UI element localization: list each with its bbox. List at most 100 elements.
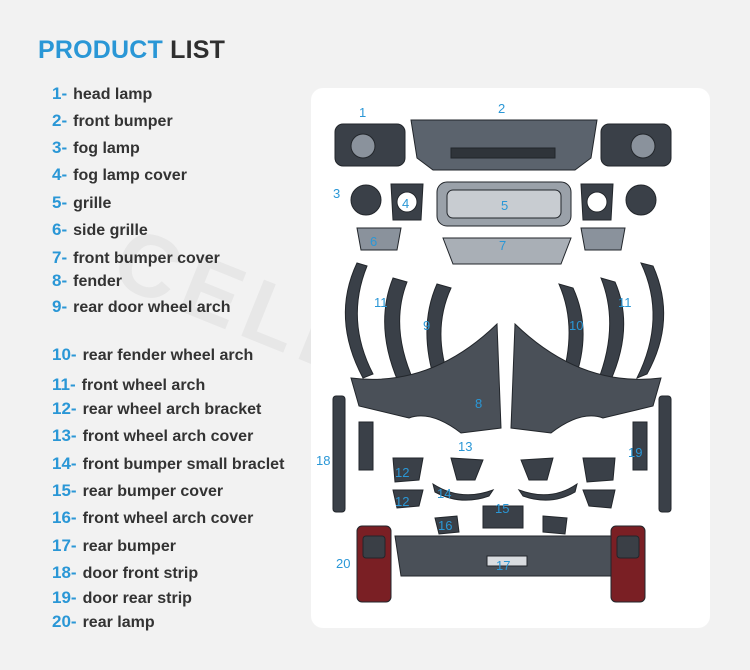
- callout-3: 3: [333, 186, 341, 201]
- list-item: 11- front wheel arch: [52, 375, 205, 395]
- list-item: 1- head lamp: [52, 84, 152, 104]
- page-title-rest: LIST: [170, 36, 226, 64]
- side-grille-right: [580, 227, 626, 251]
- callout-16: 16: [438, 518, 453, 533]
- callout-5: 5: [501, 198, 509, 213]
- fog-lamp-left: [350, 184, 382, 216]
- item-label: front wheel arch cover: [82, 510, 254, 527]
- page-title: PRODUCT LIST: [38, 36, 225, 65]
- callout-6: 6: [370, 234, 378, 249]
- item-number: 2-: [52, 111, 68, 130]
- list-item: 12- rear wheel arch bracket: [52, 399, 261, 419]
- item-number: 15-: [52, 481, 77, 500]
- list-item: 20- rear lamp: [52, 612, 155, 632]
- parts-diagram-panel: 1 2 3 4 5 6 7 11 9 10 11 8 18 13 19 12 1…: [311, 88, 710, 628]
- list-item: 18- door front strip: [52, 563, 198, 583]
- item-label: rear bumper: [82, 538, 176, 555]
- callout-17: 17: [496, 558, 511, 573]
- item-number: 8-: [52, 271, 68, 290]
- front-wheel-arch-left: [344, 262, 374, 379]
- callout-13: 13: [458, 439, 473, 454]
- item-label: rear lamp: [82, 614, 155, 631]
- callout-19: 19: [628, 445, 643, 460]
- item-number: 16-: [52, 508, 77, 527]
- item-number: 19-: [52, 588, 77, 607]
- item-number: 4-: [52, 165, 68, 184]
- list-item: 5-grille: [52, 193, 111, 213]
- parts-illustration: [332, 119, 672, 603]
- list-item: 14- front bumper small braclet: [52, 454, 284, 474]
- list-item: 3- fog lamp: [52, 138, 140, 158]
- door-rear-strip: [658, 395, 672, 513]
- item-number: 13-: [52, 426, 77, 445]
- callout-7: 7: [499, 238, 507, 253]
- callout-1: 1: [359, 105, 367, 120]
- list-item: 10- rear fender wheel arch: [52, 345, 253, 365]
- item-label: door rear strip: [82, 590, 192, 607]
- item-number: 14-: [52, 454, 77, 473]
- front-wheel-arch-cover: [450, 457, 484, 481]
- callout-12-top: 12: [395, 465, 410, 480]
- page-title-accent: PRODUCT: [38, 36, 164, 64]
- front-bumper: [410, 119, 598, 171]
- item-label: front bumper small braclet: [82, 456, 285, 473]
- list-item: 6- side grille: [52, 220, 148, 240]
- list-item: 17- rear bumper: [52, 536, 176, 556]
- front-bumper-small-braclet: [432, 482, 495, 501]
- callout-20: 20: [336, 556, 351, 571]
- item-label: front wheel arch: [81, 377, 206, 394]
- item-label: grille: [73, 195, 112, 212]
- item-number: 11-: [52, 375, 76, 394]
- fender-right: [510, 322, 662, 434]
- callout-9: 9: [423, 318, 431, 333]
- list-item: 7- front bumper cover: [52, 248, 220, 268]
- item-label: door front strip: [82, 565, 199, 582]
- item-label: rear wheel arch bracket: [82, 401, 262, 418]
- fender-left: [350, 322, 502, 434]
- item-label: side grille: [73, 222, 148, 239]
- list-item: 13- front wheel arch cover: [52, 426, 253, 446]
- item-number: 18-: [52, 563, 77, 582]
- item-label: fog lamp cover: [73, 167, 187, 184]
- callout-14: 14: [437, 486, 452, 501]
- item-label: rear door wheel arch: [73, 299, 231, 316]
- item-label: fender: [73, 273, 123, 290]
- list-item: 9- rear door wheel arch: [52, 297, 231, 317]
- item-number: 9-: [52, 297, 68, 316]
- item-number: 6-: [52, 220, 68, 239]
- item-number: 12-: [52, 399, 77, 418]
- item-label: head lamp: [73, 86, 153, 103]
- list-item: 15- rear bumper cover: [52, 481, 223, 501]
- item-label: front bumper cover: [73, 250, 220, 267]
- list-item: 19- door rear strip: [52, 588, 192, 608]
- item-number: 17-: [52, 536, 77, 555]
- item-number: 20-: [52, 612, 77, 631]
- rear-door-wheel-arch-left: [384, 277, 416, 389]
- callout-8: 8: [475, 396, 483, 411]
- door-front-strip: [332, 395, 346, 513]
- list-item: 4- fog lamp cover: [52, 165, 187, 185]
- item-number: 10-: [52, 345, 77, 364]
- item-label: fog lamp: [73, 140, 140, 157]
- callout-11-left: 11: [374, 295, 388, 310]
- item-label: rear bumper cover: [82, 483, 224, 500]
- front-wheel-arch-cover-small: [434, 515, 460, 535]
- callout-12-bottom: 12: [395, 494, 410, 509]
- callout-4: 4: [402, 196, 410, 211]
- callout-15: 15: [495, 501, 510, 516]
- fog-lamp-right: [625, 184, 657, 216]
- list-item: 16- front wheel arch cover: [52, 508, 253, 528]
- item-number: 1-: [52, 84, 68, 103]
- callout-18: 18: [316, 453, 331, 468]
- rear-bumper-cover: [482, 505, 524, 529]
- item-number: 3-: [52, 138, 68, 157]
- list-item: 2-front bumper: [52, 111, 173, 131]
- front-bumper-cover: [442, 237, 572, 265]
- list-item: 8- fender: [52, 271, 122, 291]
- side-grille-left: [356, 227, 402, 251]
- item-label: front wheel arch cover: [82, 428, 254, 445]
- item-label: rear fender wheel arch: [82, 347, 254, 364]
- front-wheel-arch-right: [635, 262, 665, 379]
- callout-10: 10: [569, 318, 584, 333]
- item-number: 7-: [52, 248, 68, 267]
